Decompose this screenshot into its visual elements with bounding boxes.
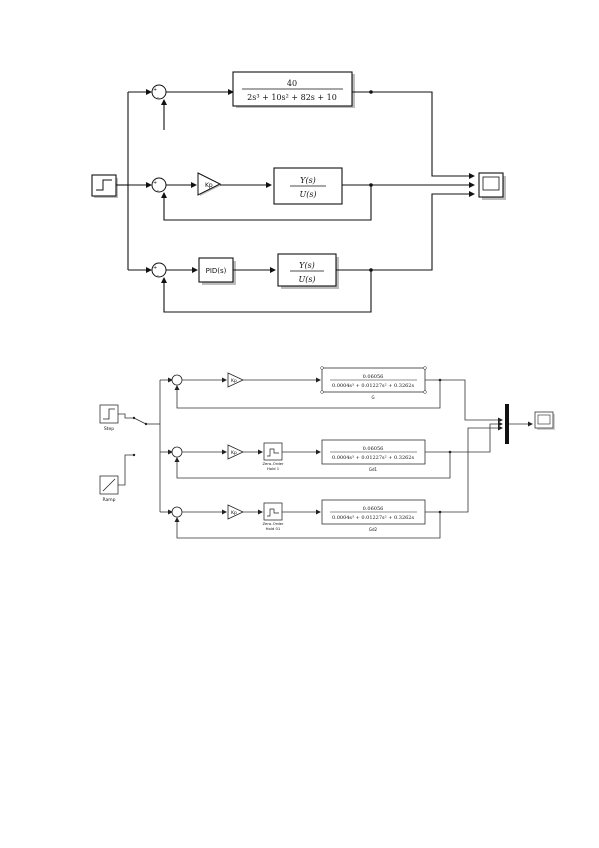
svg-text:-: - xyxy=(157,95,159,101)
zoh1-label-1: Zero-Order xyxy=(262,461,284,466)
svg-text:+: + xyxy=(153,265,157,271)
tf-r1-denominator: 0.0004s³ + 0.01227s² + 0.3262s xyxy=(332,383,415,389)
simulink-diagram-1: + - 40 2s³ + 10s² + 82s + 10 + - Kp xyxy=(91,71,506,313)
tf-bot-denominator: U(s) xyxy=(298,275,315,284)
transfer-function-mid[interactable]: Y(s) U(s) xyxy=(273,167,343,205)
svg-text:+: + xyxy=(153,87,157,93)
pid-controller-block[interactable]: PID(s) xyxy=(198,257,236,285)
scope-block-1[interactable] xyxy=(478,172,506,200)
output-line-top xyxy=(352,91,475,179)
transfer-function-bottom[interactable]: Y(s) U(s) xyxy=(277,253,339,289)
sum-block-r1[interactable] xyxy=(171,374,183,386)
sum-block-bottom[interactable]: + - xyxy=(151,262,167,279)
output-line-r2 xyxy=(425,421,503,453)
svg-text:-: - xyxy=(157,273,159,279)
output-line-bottom xyxy=(336,191,475,271)
gain-mid-label: Kp xyxy=(205,182,213,189)
tf-bot-numerator: Y(s) xyxy=(299,261,315,270)
transfer-function-r2[interactable]: 0.06056 0.0004s³ + 0.01227s² + 0.3262s G… xyxy=(321,439,426,472)
output-line-r1 xyxy=(425,379,503,423)
pid-label: PID(s) xyxy=(206,267,227,275)
branch-point-top xyxy=(369,90,373,94)
zoh2-label-2: Hold 01 xyxy=(266,526,281,531)
sum-block-mid[interactable]: + - xyxy=(151,177,167,194)
tf-top-numerator: 40 xyxy=(287,79,297,88)
mux-block[interactable] xyxy=(505,404,509,444)
ramp-block[interactable]: Ramp xyxy=(99,475,119,503)
tf-r1-label: G xyxy=(371,395,374,400)
manual-switch[interactable] xyxy=(118,413,148,486)
transfer-function-r1[interactable]: 0.06056 0.0004s³ + 0.01227s² + 0.3262s G xyxy=(320,366,427,400)
feedback-line-r3 xyxy=(174,512,441,539)
zero-order-hold-1[interactable]: Zero-Order Hold 1 xyxy=(262,442,284,471)
output-line-r3 xyxy=(425,425,503,513)
zero-order-hold-2[interactable]: Zero-Order Hold 01 xyxy=(262,502,284,531)
feedback-line-mid xyxy=(161,185,372,221)
tf-mid-numerator: Y(s) xyxy=(300,176,316,185)
gain-r2-label: Kp xyxy=(231,450,237,456)
tf-r2-denominator: 0.0004s³ + 0.01227s² + 0.3262s xyxy=(332,455,415,461)
zoh2-label-1: Zero-Order xyxy=(262,521,284,526)
tf-r1-numerator: 0.06056 xyxy=(363,374,384,380)
tf-r3-denominator: 0.0004s³ + 0.01227s² + 0.3262s xyxy=(332,515,415,521)
tf-top-denominator: 2s³ + 10s² + 82s + 10 xyxy=(247,93,337,102)
gain-block-r2[interactable]: Kp xyxy=(227,444,244,460)
gain-block-r1[interactable]: Kp xyxy=(227,372,244,388)
zoh1-label-2: Hold 1 xyxy=(267,466,280,471)
ramp-label: Ramp xyxy=(102,497,115,503)
sum-block-top[interactable]: + - xyxy=(151,84,167,101)
gain-r1-label: Kp xyxy=(231,378,237,384)
transfer-function-top[interactable]: 40 2s³ + 10s² + 82s + 10 xyxy=(232,71,355,108)
tf-r3-label: Gd2 xyxy=(369,527,378,532)
simulink-diagram-2: Step Ramp Kp xyxy=(99,366,555,539)
sum-block-r2[interactable] xyxy=(171,446,183,458)
sum-block-r3[interactable] xyxy=(171,506,183,518)
step-block[interactable] xyxy=(91,174,118,198)
svg-text:+: + xyxy=(153,180,157,186)
svg-text:-: - xyxy=(157,188,159,194)
tf-r2-numerator: 0.06056 xyxy=(363,446,384,452)
step-label: Step xyxy=(104,426,114,432)
tf-r2-label: Gd1 xyxy=(369,467,378,472)
feedback-line-r1 xyxy=(174,380,441,409)
gain-r3-label: Kp xyxy=(231,510,237,516)
tf-mid-denominator: U(s) xyxy=(299,190,316,199)
gain-block-mid[interactable]: Kp xyxy=(197,172,222,196)
tf-r3-numerator: 0.06056 xyxy=(363,506,384,512)
transfer-function-r3[interactable]: 0.06056 0.0004s³ + 0.01227s² + 0.3262s G… xyxy=(321,499,426,532)
feedback-line-bottom xyxy=(161,270,372,313)
gain-block-r3[interactable]: Kp xyxy=(227,504,244,520)
step-block-2[interactable]: Step xyxy=(99,404,119,432)
scope-block-2[interactable] xyxy=(534,411,555,430)
feedback-line-r2 xyxy=(174,452,451,479)
